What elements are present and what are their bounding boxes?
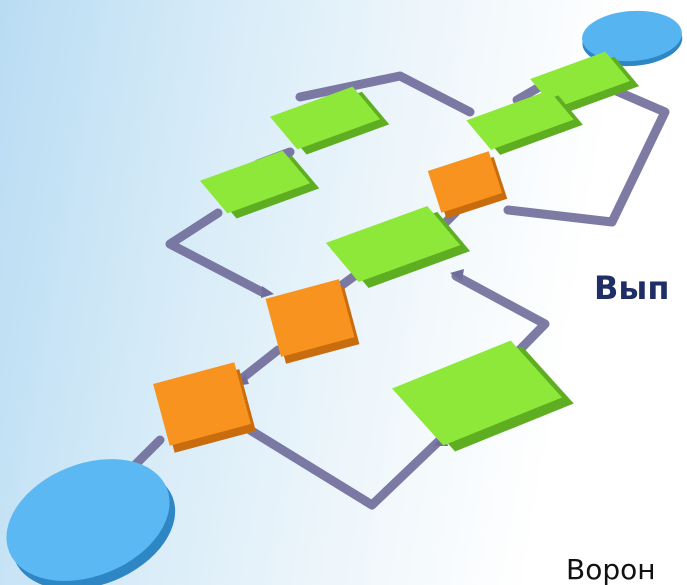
connector-line — [235, 345, 283, 385]
terminal-shape — [6, 459, 170, 581]
terminal-bottom — [6, 459, 176, 585]
process-block — [466, 90, 583, 155]
slide-subtitle: Ворон — [566, 553, 656, 585]
connector-line — [503, 85, 670, 227]
process-block — [199, 150, 320, 219]
connector-line — [165, 208, 267, 297]
connector-line — [245, 425, 445, 510]
process-block — [392, 340, 574, 452]
decision-block — [153, 362, 256, 453]
decision-block — [427, 151, 508, 219]
terminal-top — [582, 10, 683, 67]
arrow-icon — [450, 269, 464, 281]
connector-line — [295, 71, 475, 117]
process-block — [530, 51, 640, 114]
arrow-icon — [261, 286, 274, 298]
process-block — [325, 205, 471, 289]
decision-block — [265, 279, 360, 364]
slide-title: Вып — [594, 269, 670, 307]
terminal-shape — [582, 10, 682, 62]
process-block — [269, 86, 390, 155]
